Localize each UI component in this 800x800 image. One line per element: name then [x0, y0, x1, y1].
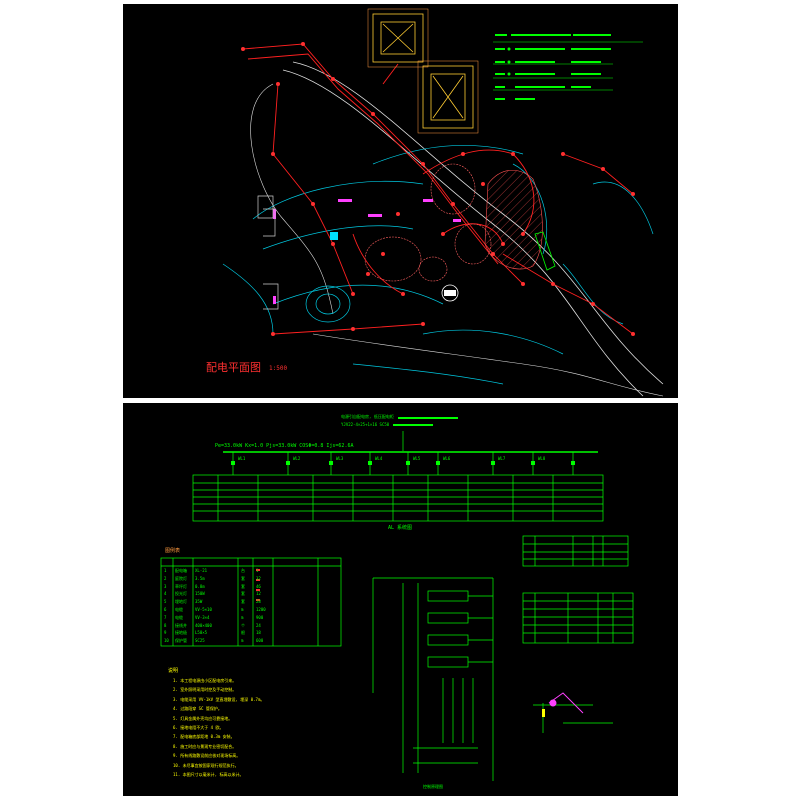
legend-model: 150W	[195, 591, 205, 597]
note-line: 11. 本图尺寸以毫米计, 标高以米计。	[173, 772, 244, 777]
legend-unit: m	[241, 614, 244, 620]
note-line: 9. 所有线路敷设前应核对现场标高。	[173, 753, 241, 759]
legend-row: 3 草坪灯 0.8m 套 46	[161, 583, 341, 590]
system-diagram-sheet: 电源引自配电房, 低压配电柜 YJV22-4×25+1×16 SC50 Pe=3…	[122, 402, 679, 797]
legend-name: 埋地灯	[175, 599, 187, 605]
legend-qty: 28	[256, 599, 261, 605]
note-line: 8. 施工时应与景观专业密切配合。	[173, 743, 237, 749]
legend-num: 3	[164, 583, 167, 589]
legend-model: XL-21	[195, 568, 208, 573]
legend-model: 3.5m	[195, 575, 205, 581]
site-plan-sheet: 配电平面图 1:500	[122, 3, 679, 399]
legend-model: 0.8m	[195, 583, 205, 589]
circuit-wl4: WL4	[375, 456, 383, 461]
legend-unit: 根	[241, 630, 245, 636]
circuit-wl6: WL6	[443, 456, 451, 461]
legend-row: 8 接线井 400×400 个 24	[161, 622, 341, 629]
load-formula: Pe=33.0kW Kx=1.0 Pjs=33.0kW COSΦ=0.8 Ijs…	[215, 443, 354, 449]
incoming-label: 电源引自配电房, 低压配电柜	[341, 414, 394, 419]
site-plan-drawing	[222, 8, 664, 397]
legend-qty: 1200	[256, 607, 266, 612]
note-line: 3. 电缆采用 VV-1kV 型直埋敷设, 埋深 0.7m。	[173, 696, 265, 702]
circuit-wl8: WL8	[538, 456, 546, 461]
legend-model: VV-5×10	[195, 607, 212, 612]
legend-num: 6	[164, 607, 167, 612]
note-line: 1. 本工程电源由小区配电房引来。	[173, 678, 237, 683]
note-line: 5. 灯具金属外壳均应可靠接地。	[173, 715, 233, 721]
legend-num: 8	[164, 622, 167, 628]
legend-num: 5	[164, 599, 167, 605]
legend-qty: 1	[256, 568, 259, 573]
legend-row: 4 投光灯 150W 套 12	[161, 590, 341, 597]
legend-num: 10	[164, 638, 169, 644]
circuit-wl7: WL7	[498, 456, 506, 461]
note-line: 6. 接地电阻不大于 4 欧。	[173, 725, 224, 730]
legend-num: 9	[164, 630, 167, 636]
legend-name: 接线井	[175, 622, 187, 628]
note-line: 2. 室外照明采用时控及手动控制。	[173, 687, 237, 693]
circuit-wl2: WL2	[293, 456, 301, 461]
incoming-cable: YJV22-4×25+1×16 SC50	[341, 422, 390, 427]
note-line: 10. 未尽事宜按国家现行规范执行。	[173, 762, 239, 768]
single-line-caption: AL 系统图	[388, 525, 413, 531]
legend-unit: 套	[241, 575, 245, 581]
circuit-wl1: WL1	[238, 456, 246, 461]
legend-model: L50×5	[195, 630, 208, 636]
legend-name: 电缆	[175, 607, 183, 612]
legend-title: 图例表	[165, 548, 181, 554]
legend-model: VV-3×4	[195, 614, 210, 620]
legend-unit: m	[241, 607, 244, 612]
legend-unit: 套	[241, 591, 245, 597]
legend-qty: 12	[256, 591, 261, 597]
legend-model: 400×400	[195, 622, 212, 628]
legend-unit: 个	[241, 622, 245, 628]
site-plan-scale: 1:500	[269, 365, 288, 372]
legend-qty: 46	[256, 583, 261, 589]
site-plan-title: 配电平面图	[206, 361, 261, 374]
circuit-wl5: WL5	[413, 456, 421, 461]
legend-name: 草坪灯	[175, 583, 187, 589]
system-diagram-drawing	[160, 417, 634, 781]
legend-row: 7 电缆 VV-3×4 m 900	[161, 614, 341, 621]
legend-row: 5 埋地灯 35W 套 28	[161, 598, 341, 605]
legend-qty: 24	[256, 622, 261, 628]
legend-qty: 600	[256, 638, 264, 644]
legend-name: 庭院灯	[175, 575, 187, 581]
legend-model: 35W	[195, 599, 203, 605]
legend-qty: 18	[256, 630, 261, 636]
legend-name: 电缆	[175, 614, 183, 620]
legend-name: 投光灯	[175, 591, 187, 597]
legend-num: 2	[164, 575, 167, 581]
legend-unit: 套	[241, 583, 245, 589]
legend-row: 9 接地极 L50×5 根 18	[161, 629, 341, 636]
legend-name: 保护管	[175, 638, 187, 644]
legend-qty: 900	[256, 614, 264, 620]
note-line: 7. 配电箱底部距地 0.3m 安装。	[173, 734, 235, 740]
legend-qty: 32	[256, 575, 261, 581]
legend-unit: 台	[241, 568, 245, 573]
legend-name: 接地极	[175, 630, 187, 636]
control-circuit-caption: 控制原理图	[423, 784, 443, 789]
legend-num: 7	[164, 614, 167, 620]
notes-title: 说明	[168, 668, 179, 674]
legend-unit: m	[241, 638, 244, 644]
legend-row: 2 庭院灯 3.5m 套 32	[161, 575, 341, 582]
legend-row: 10 保护管 SC25 m 600	[161, 637, 341, 644]
legend-model: SC25	[195, 638, 205, 644]
legend-num: 4	[164, 591, 167, 597]
legend-name: 配电箱	[175, 568, 187, 573]
legend-row: 6 电缆 VV-5×10 m 1200	[161, 606, 341, 613]
note-line: 4. 过路段穿 SC 管保护。	[173, 706, 222, 712]
legend-num: 1	[164, 568, 167, 573]
legend-unit: 套	[241, 599, 245, 605]
circuit-wl3: WL3	[336, 456, 344, 461]
legend-row: 1 配电箱 XL-21 台 1	[161, 567, 341, 574]
